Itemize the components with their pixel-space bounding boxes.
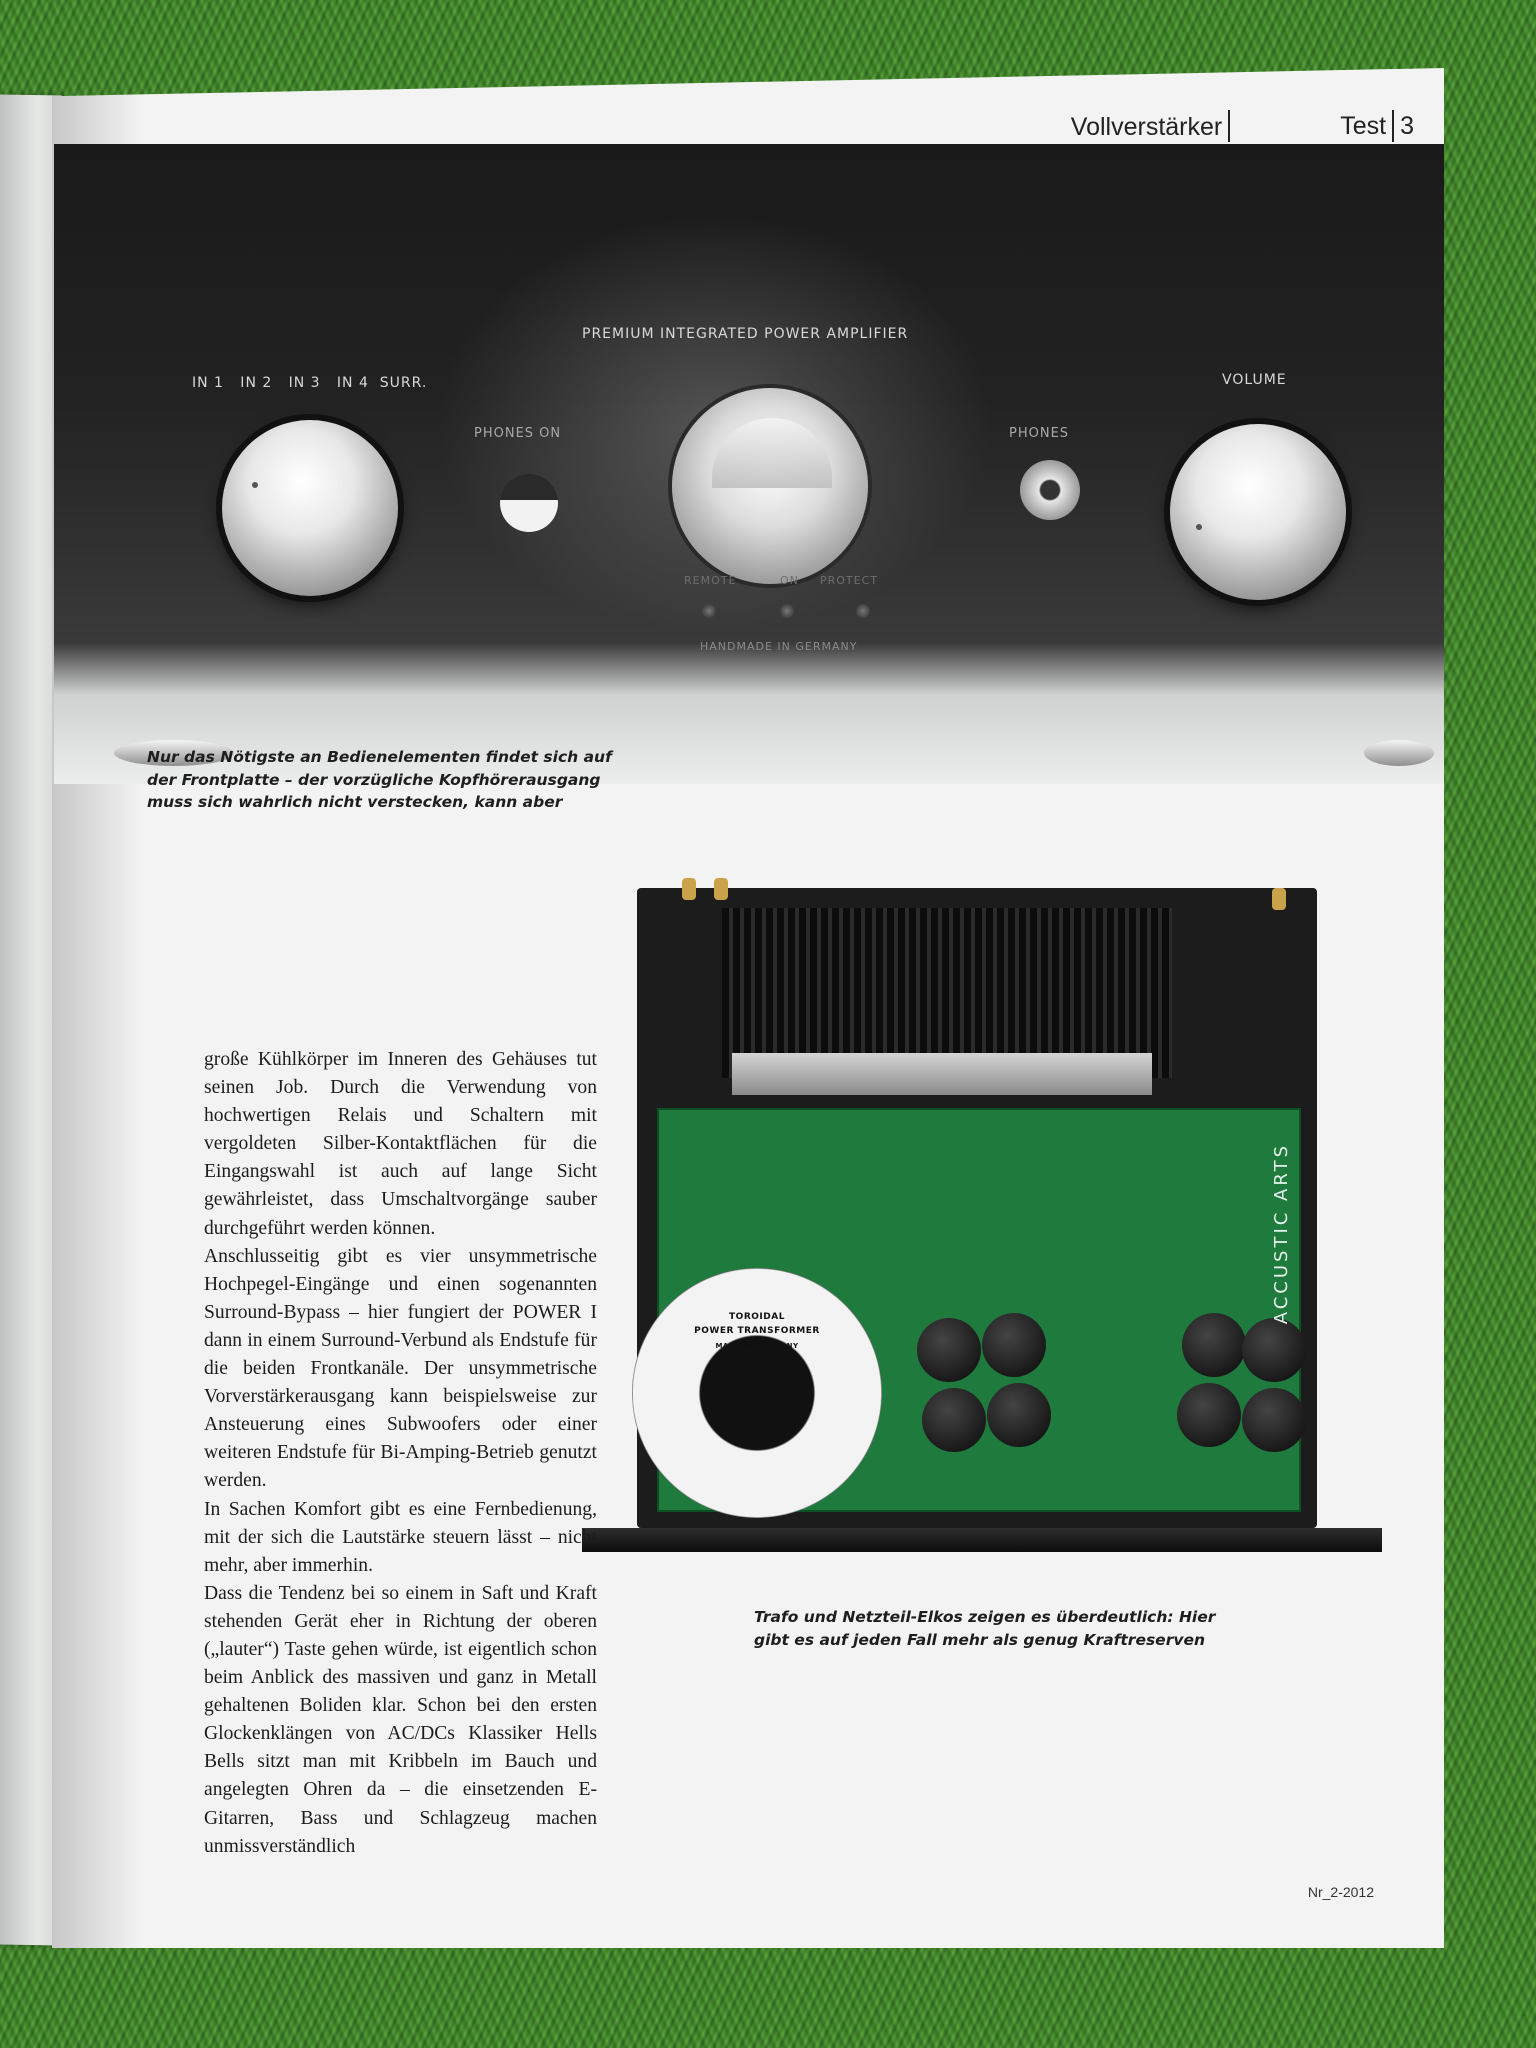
capacitor (1177, 1383, 1241, 1447)
rca-connector (682, 878, 696, 900)
header-category: Vollverstärker (1071, 110, 1231, 142)
capacitor (1242, 1318, 1306, 1382)
protect-label: PROTECT (820, 574, 879, 587)
transformer-label: MADE IN GERMANY (715, 1342, 799, 1350)
issue-footer: Nr_2-2012 (1307, 1884, 1374, 1900)
rca-connector (714, 878, 728, 900)
page-header: Vollverstärker Test 3 (1071, 106, 1414, 142)
right-foot (1364, 740, 1434, 766)
volume-knob (1170, 424, 1346, 600)
paragraph: Anschlusseitig gibt es vier unsymmetrisc… (204, 1245, 597, 1492)
board-brand-label: ACCUSTIC ARTS (1271, 1143, 1292, 1325)
remote-label: REMOTE (684, 574, 737, 587)
center-meter-window (672, 388, 868, 584)
caption-line: gibt es auf jeden Fall mehr als genug Kr… (754, 1630, 1205, 1649)
toroidal-transformer: TOROIDAL POWER TRANSFORMER MADE IN GERMA… (632, 1268, 882, 1518)
transformer-label: TOROIDAL (729, 1312, 785, 1322)
volume-label: VOLUME (1222, 372, 1287, 388)
front-panel-edge (582, 1528, 1382, 1552)
phones-on-switch (500, 474, 558, 532)
on-led (780, 604, 794, 618)
heatsink (722, 908, 1172, 1078)
caption-line: muss sich wahrlich nicht verstecken, kan… (147, 793, 563, 811)
header-page-number: 3 (1400, 112, 1414, 140)
transformer-label: POWER TRANSFORMER (694, 1326, 820, 1336)
article-body: große Kühlkörper im Inneren des Gehäuses… (204, 1046, 597, 1861)
knob-marker (252, 482, 258, 488)
inner-view-photo: TOROIDAL POWER TRANSFORMER MADE IN GERMA… (582, 858, 1382, 1628)
front-caption: Nur das Nötigste an Bedienelementen find… (147, 746, 612, 814)
phones-on-label: PHONES ON (474, 426, 562, 441)
paragraph: In Sachen Komfort gibt es eine Fernbedie… (204, 1498, 597, 1576)
inner-caption: Trafo und Netzteil-Elkos zeigen es überd… (754, 1606, 1215, 1651)
caption-line: Trafo und Netzteil-Elkos zeigen es überd… (754, 1608, 1216, 1626)
phones-label: PHONES (1009, 426, 1070, 441)
on-label: ON (780, 574, 799, 587)
left-foot (114, 740, 234, 766)
paragraph: große Kühlkörper im Inneren des Gehäuses… (204, 1049, 597, 1239)
meter-face (712, 418, 832, 488)
heatsink-bar (732, 1053, 1152, 1095)
capacitor (1242, 1388, 1306, 1452)
input-selector-knob (222, 420, 398, 596)
protect-led (856, 604, 870, 618)
capacitor (917, 1318, 981, 1382)
knob-marker (1196, 524, 1202, 530)
panel-title: PREMIUM INTEGRATED POWER AMPLIFIER (582, 326, 909, 342)
phones-jack (1020, 460, 1080, 520)
header-section: Test (1340, 110, 1395, 142)
remote-led (702, 604, 716, 618)
capacitor (987, 1383, 1051, 1447)
front-panel-photo: PREMIUM INTEGRATED POWER AMPLIFIER IN 1 … (54, 144, 1444, 784)
caption-line: der Frontplatte – der vorzügliche Kopfhö… (147, 770, 601, 789)
rca-connector (1272, 888, 1286, 910)
capacitor (922, 1388, 986, 1452)
capacitor (1182, 1313, 1246, 1377)
capacitor (982, 1313, 1046, 1377)
input-labels: IN 1 IN 2 IN 3 IN 4 SURR. (192, 375, 428, 391)
handmade-label: HANDMADE IN GERMANY (700, 640, 858, 653)
magazine-page: Vollverstärker Test 3 PREMIUM INTEGRATED… (52, 68, 1444, 1948)
caption-line: Nur das Nötigste an Bedienelementen find… (147, 748, 612, 766)
paragraph: Dass die Tendenz bei so einem in Saft un… (204, 1582, 597, 1857)
